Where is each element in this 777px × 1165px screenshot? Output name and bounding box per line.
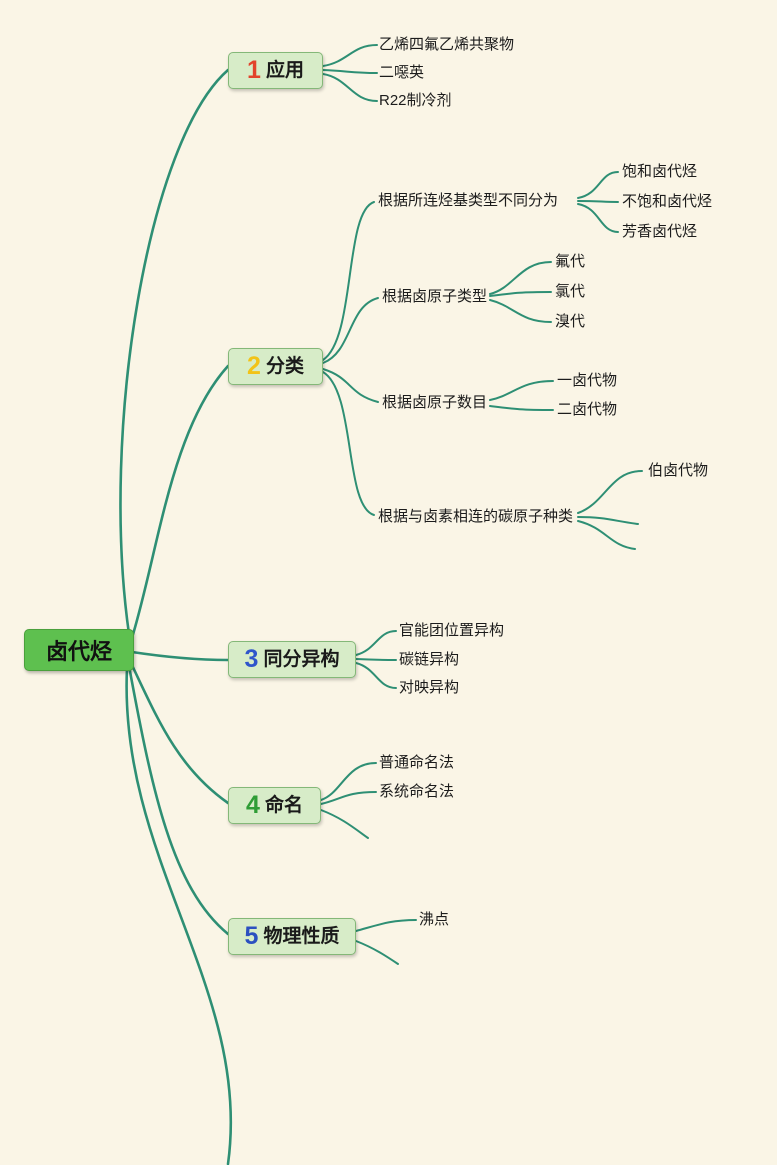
- connector: [355, 940, 399, 965]
- connector: [322, 297, 379, 364]
- root-label: 卤代烃: [45, 639, 112, 664]
- root-node[interactable]: 卤代烃: [24, 629, 134, 671]
- connector: [129, 661, 230, 805]
- topic-node[interactable]: 伯卤代物: [648, 462, 709, 479]
- connector: [322, 371, 375, 516]
- subtopic-node[interactable]: 根据卤原子类型: [382, 288, 488, 305]
- connector: [322, 73, 378, 102]
- topic-node[interactable]: 乙烯四氟乙烯共聚物: [379, 36, 515, 53]
- topic-node[interactable]: 碳链异构: [399, 651, 460, 668]
- connector: [125, 666, 233, 1165]
- branch-label: 命名: [264, 795, 303, 816]
- branch-node-5-physical-properties[interactable]: 5 物理性质: [228, 918, 356, 955]
- subtopic-node[interactable]: 根据卤原子数目: [382, 394, 488, 411]
- connector: [355, 919, 417, 932]
- topic-node[interactable]: 溴代: [555, 313, 586, 330]
- connector: [320, 809, 369, 839]
- branch-node-2-classification[interactable]: 2 分类: [228, 348, 323, 385]
- topic-node[interactable]: 氯代: [555, 283, 586, 300]
- subtopic-node[interactable]: 根据所连烃基类型不同分为: [378, 192, 559, 209]
- branch-label: 应用: [265, 60, 304, 81]
- topic-node[interactable]: 芳香卤代烃: [622, 223, 698, 240]
- subtopic-node[interactable]: 根据与卤素相连的碳原子种类: [378, 508, 574, 525]
- branch-node-4-nomenclature[interactable]: 4 命名: [228, 787, 321, 824]
- branch-label: 分类: [265, 356, 304, 377]
- connector: [577, 470, 643, 514]
- connector: [320, 791, 377, 805]
- topic-node[interactable]: 氟代: [555, 253, 586, 270]
- connector: [489, 299, 552, 323]
- branch-node-1-application[interactable]: 1 应用: [228, 52, 323, 89]
- connector: [355, 630, 397, 656]
- topic-node[interactable]: 官能团位置异构: [399, 622, 505, 639]
- topic-node[interactable]: 沸点: [419, 911, 450, 928]
- topic-node[interactable]: 一卤代物: [557, 372, 618, 389]
- topic-node[interactable]: 二噁英: [379, 64, 425, 81]
- topic-node[interactable]: 对映异构: [399, 679, 460, 696]
- branch-node-3-isomerism[interactable]: 3 同分异构: [228, 641, 356, 678]
- connector: [130, 650, 230, 662]
- branch-number: 2: [247, 352, 261, 380]
- connector: [355, 658, 397, 661]
- connector: [129, 364, 230, 643]
- topic-node[interactable]: 不饱和卤代烃: [622, 193, 713, 210]
- connector: [127, 664, 230, 936]
- branch-number: 5: [244, 922, 259, 950]
- connector: [322, 368, 379, 403]
- topic-node[interactable]: 饱和卤代烃: [622, 163, 698, 180]
- connector: [577, 171, 619, 199]
- connector: [577, 520, 636, 550]
- topic-node[interactable]: 普通命名法: [379, 754, 455, 771]
- connector: [489, 380, 554, 401]
- connector: [489, 291, 552, 297]
- connector: [489, 261, 552, 295]
- branch-number: 4: [246, 791, 260, 819]
- branch-label: 物理性质: [263, 926, 340, 947]
- connector: [577, 200, 619, 203]
- topic-node[interactable]: 系统命名法: [379, 783, 455, 800]
- topic-node[interactable]: R22制冷剂: [379, 92, 452, 109]
- branch-number: 3: [244, 645, 259, 673]
- connector: [320, 762, 377, 801]
- connector: [322, 201, 375, 361]
- branch-label: 同分异构: [263, 649, 340, 670]
- connector: [577, 516, 639, 525]
- connector: [119, 68, 230, 636]
- connector: [489, 405, 554, 411]
- connector: [322, 44, 378, 67]
- connector: [322, 69, 378, 74]
- connector: [577, 203, 619, 233]
- topic-node[interactable]: 二卤代物: [557, 401, 618, 418]
- connector: [355, 662, 397, 689]
- branch-number: 1: [247, 56, 261, 84]
